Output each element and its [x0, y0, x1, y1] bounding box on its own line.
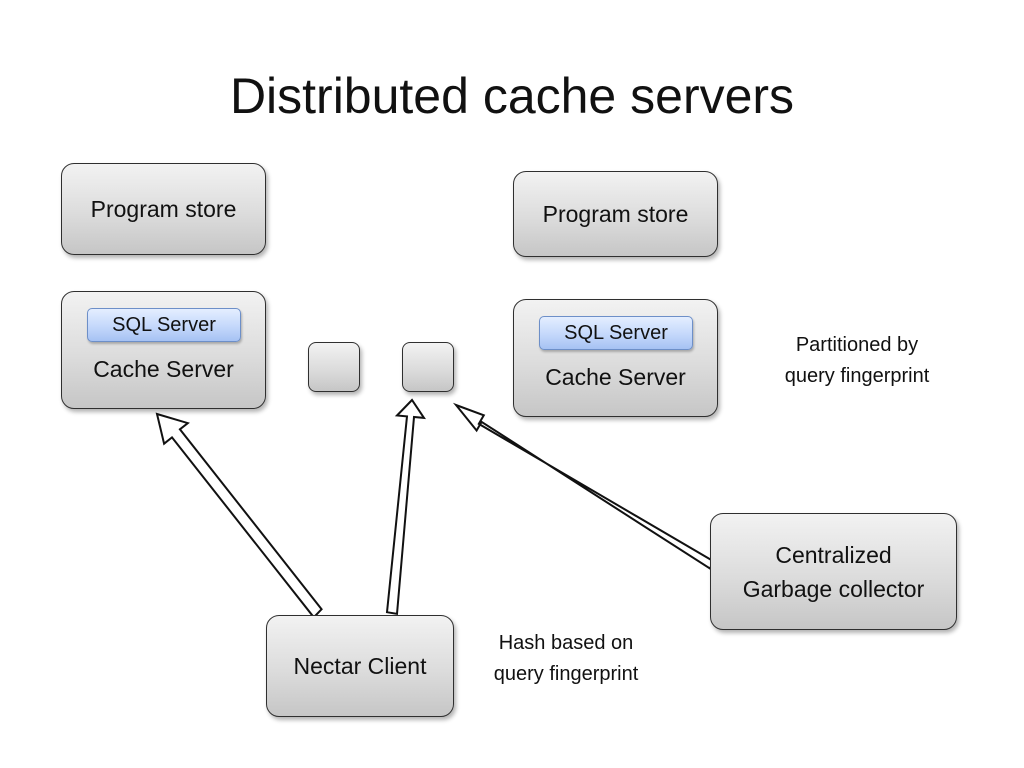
nectar-client-box: Nectar Client	[266, 615, 454, 717]
cache-server-label-right: Cache Server	[545, 364, 686, 390]
hash-note-line-2: query fingerprint	[493, 663, 639, 685]
cache-node-small-2	[402, 342, 454, 392]
partition-note-line-2: query fingerprint	[784, 365, 930, 387]
cache-server-box-right: SQL Server Cache Server	[513, 299, 718, 417]
program-store-label-left: Program store	[90, 196, 237, 222]
partition-note: Partitioned by query fingerprint	[752, 330, 962, 392]
cache-server-box-left: SQL Server Cache Server	[61, 291, 266, 409]
program-store-box-left: Program store	[61, 163, 266, 255]
garbage-collector-box: Centralized Garbage collector	[710, 513, 957, 630]
nectar-client-label: Nectar Client	[293, 653, 427, 679]
gc-label-line-1: Centralized	[775, 541, 892, 568]
sql-server-badge-right: SQL Server	[539, 316, 693, 350]
program-store-box-right: Program store	[513, 171, 718, 257]
cache-node-small-1	[308, 342, 360, 392]
arrow-client-to-node-a	[385, 398, 426, 615]
sql-server-badge-left: SQL Server	[87, 308, 241, 342]
hash-note-line-1: Hash based on	[498, 632, 634, 654]
partition-note-line-1: Partitioned by	[795, 334, 919, 356]
hash-note: Hash based on query fingerprint	[466, 628, 666, 690]
gc-label-line-2: Garbage collector	[742, 575, 925, 602]
arrow-client-to-left-cache	[155, 412, 323, 619]
arrow-gc-to-node-b	[452, 402, 716, 570]
slide-title: Distributed cache servers	[229, 68, 795, 124]
program-store-label-right: Program store	[542, 201, 689, 227]
cache-server-label-left: Cache Server	[93, 356, 234, 382]
